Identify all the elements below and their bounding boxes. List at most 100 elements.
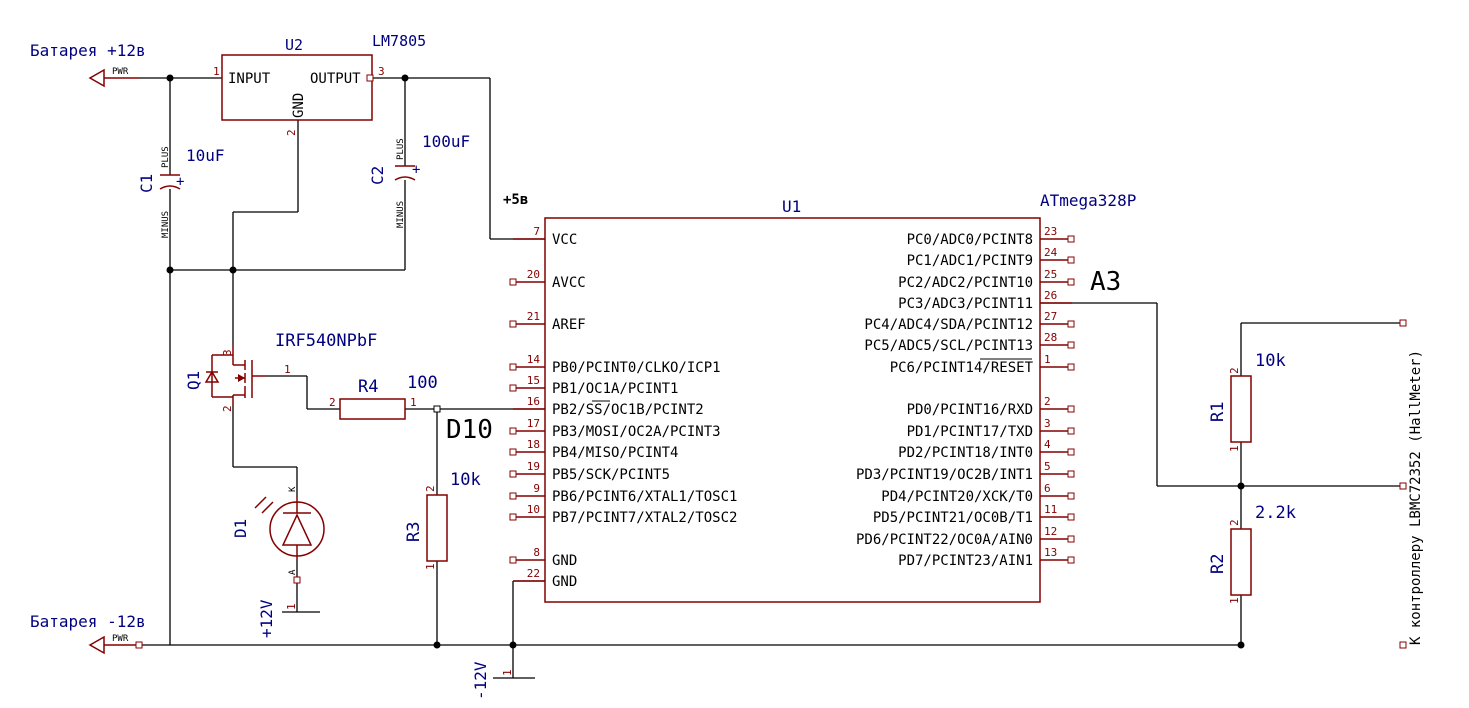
u1-pin-name: PD1/PCINT17/TXD (907, 424, 1033, 440)
r4-ref: R4 (358, 377, 378, 397)
u2-pin3: 3 (378, 65, 385, 78)
u1-pin-number: 3 (1044, 417, 1051, 430)
capacitor-c1: C1 10uF + PLUS MINUS (137, 146, 225, 238)
u1-pin-number: 4 (1044, 438, 1051, 451)
u1-pin-name: PB6/PCINT6/XTAL1/TOSC1 (552, 489, 737, 505)
u1-pin-name: PB2/SS/OC1B/PCINT2 (552, 402, 704, 418)
c1-sign: + (176, 174, 184, 190)
u1-pin-number: 16 (527, 395, 540, 408)
u1-pin-number: 22 (527, 567, 540, 580)
u1-pin-name: PC1/ADC1/PCINT9 (907, 253, 1033, 269)
resistor-r3: R3 10k 2 1 (404, 470, 481, 570)
bat-plus-label: Батарея +12в (30, 41, 146, 60)
d10-label: D10 (446, 415, 493, 445)
u1-pin-number: 14 (527, 353, 541, 366)
u1-pin-name: PD7/PCINT23/AIN1 (898, 553, 1033, 569)
capacitor-c2: C2 100uF + PLUS MINUS (368, 132, 470, 228)
u1-pin-name: VCC (552, 232, 577, 248)
u1-pin-number: 27 (1044, 310, 1057, 323)
u1-pin-name: PB7/PCINT7/XTAL2/TOSC2 (552, 510, 737, 526)
u1-right-pins: 23PC0/ADC0/PCINT824PC1/ADC1/PCINT925PC2/… (856, 225, 1075, 569)
u1-pin-name: GND (552, 574, 577, 590)
c2-ref: C2 (368, 166, 387, 185)
regulator-u2: U2 LM7805 INPUT OUTPUT GND 1 3 2 (213, 32, 426, 136)
u1-pin-name: PD0/PCINT16/RXD (907, 402, 1033, 418)
c1-ref: C1 (137, 174, 156, 193)
bat-plus-port: Батарея +12в PWR (30, 41, 146, 88)
c2-minus: MINUS (396, 201, 406, 228)
q1-pin2: 2 (221, 405, 234, 412)
u1-pin-name: PD2/PCINT18/INT0 (898, 445, 1033, 461)
d1-ref: D1 (231, 519, 250, 538)
u1-pin-number: 11 (1044, 503, 1057, 516)
u1-pin-name: PC0/ADC0/PCINT8 (907, 232, 1033, 248)
d1-k: K (288, 486, 298, 492)
u1-pin-name: PD5/PCINT21/OC0B/T1 (873, 510, 1033, 526)
u1-ref: U1 (782, 197, 801, 216)
u2-output: OUTPUT (310, 71, 361, 87)
r3-ref: R3 (404, 522, 424, 542)
c1-value: 10uF (186, 146, 225, 165)
mcu-u1: U1 ATmega328P 7VCC20AVCC21AREF14PB0/PCIN… (509, 191, 1136, 603)
q1-value: IRF540NPbF (275, 331, 377, 351)
c2-sign: + (412, 162, 420, 178)
r3-pin1: 1 (424, 563, 437, 570)
u1-pin-name: PB3/MOSI/OC2A/PCINT3 (552, 424, 721, 440)
u1-pin-name: AREF (552, 317, 586, 333)
bat-minus-port: Батарея -12в PWR (30, 612, 146, 655)
plus12-label: +12V (257, 599, 276, 638)
v5-label: +5в (503, 192, 528, 208)
minus12-label: -12V (471, 661, 490, 700)
q1-ref: Q1 (184, 371, 203, 390)
u2-pin1: 1 (213, 65, 220, 78)
u1-pin-number: 9 (533, 482, 540, 495)
u1-pin-name: PC6/PCINT14/RESET (890, 360, 1034, 376)
u1-pin-name: PB1/OC1A/PCINT1 (552, 381, 678, 397)
r3-value: 10k (450, 470, 481, 490)
u1-left-pins: 7VCC20AVCC21AREF14PB0/PCINT0/CLKO/ICP115… (509, 225, 737, 590)
c2-value: 100uF (422, 132, 470, 151)
q1-pin1: 1 (284, 363, 291, 376)
led-d1: D1 K A 1 +12V (231, 486, 325, 638)
r4-value: 100 (407, 373, 438, 393)
u1-pin-number: 5 (1044, 460, 1051, 473)
resistor-r4: R4 100 2 1 (329, 373, 438, 420)
u1-pin-number: 13 (1044, 546, 1057, 559)
r2-pin1: 1 (1228, 597, 1241, 604)
u1-value: ATmega328P (1040, 191, 1136, 210)
u1-pin-number: 2 (1044, 395, 1051, 408)
hall-connector: К контроллеру LBMC72352 (HallMeter) (1399, 319, 1424, 649)
u1-pin-number: 17 (527, 417, 540, 430)
u1-pin-number: 28 (1044, 331, 1057, 344)
d1-a: A (288, 569, 298, 575)
u2-pin2: 2 (285, 129, 298, 136)
r1-value: 10k (1255, 351, 1286, 371)
pwr-label-top: PWR (112, 67, 129, 77)
u1-pin-number: 10 (527, 503, 540, 516)
wires (140, 77, 1403, 679)
u1-pin-name: AVCC (552, 275, 586, 291)
u1-pin-number: 25 (1044, 268, 1057, 281)
u1-pin-name: PB5/SCK/PCINT5 (552, 467, 670, 483)
q1-pin3: 3 (221, 349, 234, 356)
r1-ref: R1 (1208, 402, 1228, 422)
